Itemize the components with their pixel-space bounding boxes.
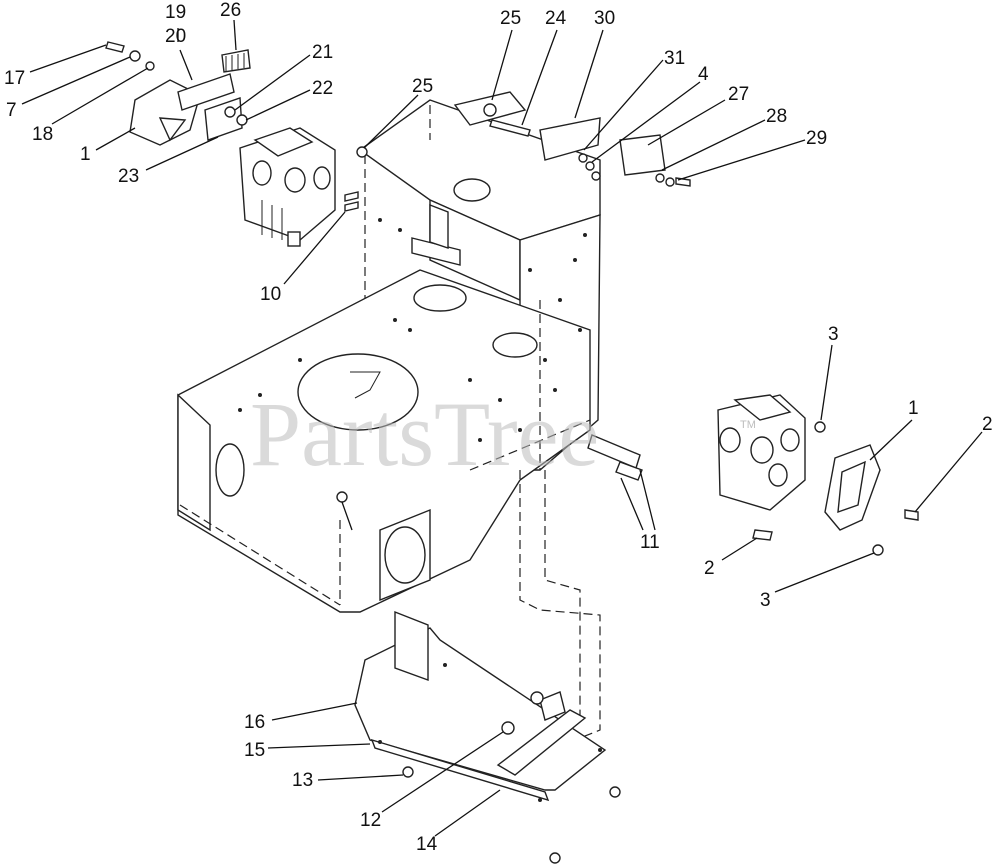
callout-10: 10 (260, 284, 281, 305)
callout-31: 31 (664, 48, 685, 69)
callout-3-top: 3 (828, 324, 839, 345)
callout-19: 19 (165, 2, 186, 23)
callout-23: 23 (118, 166, 139, 187)
callout-13: 13 (292, 770, 313, 791)
callout-14: 14 (416, 834, 438, 855)
callout-1-left: 1 (80, 144, 91, 165)
callout-4: 4 (698, 64, 709, 85)
callout-27: 27 (728, 84, 749, 105)
callout-15: 15 (244, 740, 265, 761)
main-frame (177, 99, 601, 613)
skid-plate (354, 610, 621, 864)
callout-2-right: 2 (982, 414, 993, 435)
callout-20: 20 (165, 26, 186, 47)
routing-line (519, 470, 601, 741)
callout-1-right: 1 (908, 398, 919, 419)
callout-21: 21 (312, 42, 333, 63)
right-hydro-pump (587, 394, 919, 556)
callout-28: 28 (766, 106, 787, 127)
callout-16: 16 (244, 712, 265, 733)
left-hydro-pump (105, 41, 368, 247)
callout-29: 29 (806, 128, 827, 149)
upper-bracket-assembly (453, 91, 691, 187)
callout-7: 7 (6, 100, 17, 121)
callouts: 17 7 18 1 19 20 26 21 22 23 25 10 25 24 … (4, 0, 993, 855)
watermark-trademark: TM (740, 419, 756, 431)
callout-2-lower: 2 (704, 558, 715, 579)
callout-3-lower: 3 (760, 590, 771, 611)
callout-22: 22 (312, 78, 333, 99)
callout-26: 26 (220, 0, 241, 21)
callout-24: 24 (545, 8, 567, 29)
callout-25-top: 25 (500, 8, 521, 29)
callout-18: 18 (32, 124, 53, 145)
callout-17: 17 (4, 68, 25, 89)
callout-30: 30 (594, 8, 615, 29)
callout-11: 11 (640, 532, 660, 553)
watermark: PartsTree (250, 383, 599, 485)
callout-12: 12 (360, 810, 381, 831)
leader-lines (21, 19, 983, 837)
callout-25-left: 25 (412, 76, 433, 97)
routing-line-2 (544, 470, 581, 720)
